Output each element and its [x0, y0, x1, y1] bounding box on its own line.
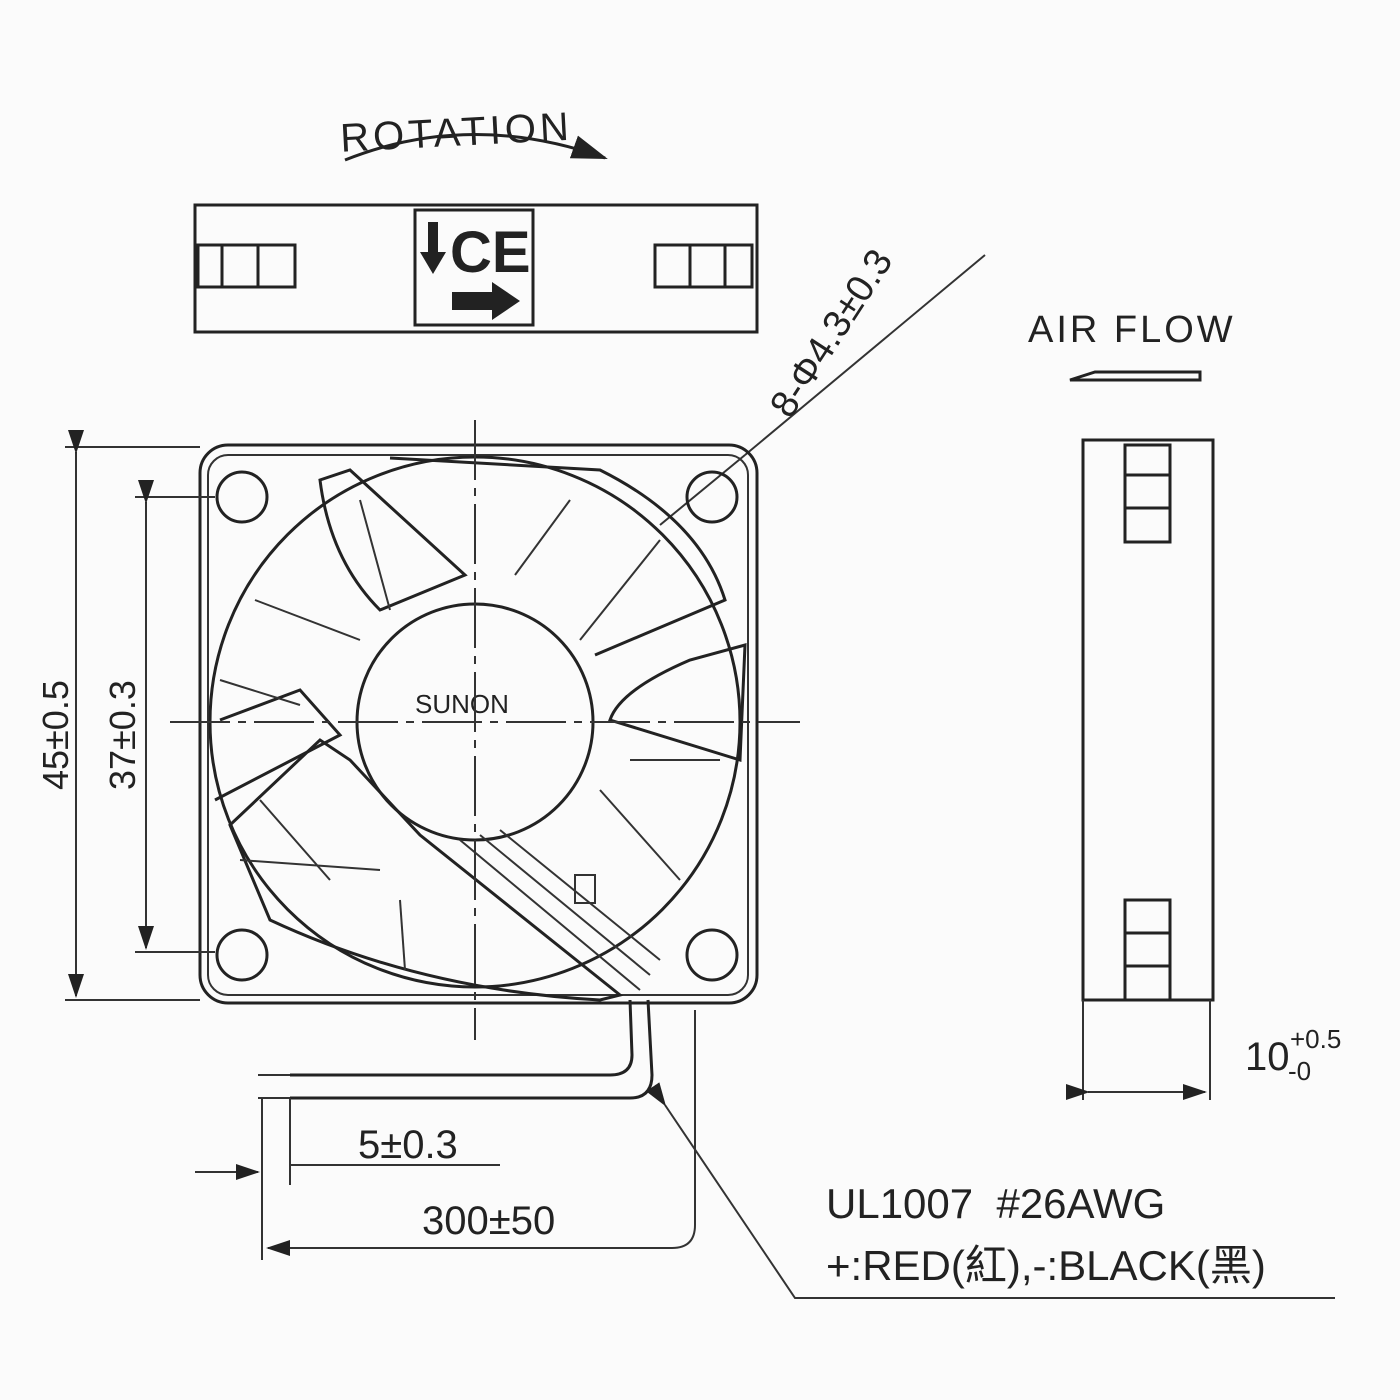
mount-hole	[685, 470, 739, 524]
ce-label: CE	[413, 208, 535, 327]
rotation-arrow	[344, 133, 608, 162]
wire-length-dimension: 300±50	[422, 1199, 555, 1243]
holes-dimension: 8-Φ4.3±0.3	[762, 242, 901, 425]
strip-dimension: 5±0.3	[358, 1123, 458, 1167]
hole-pitch-dimension: 37±0.3	[102, 680, 143, 790]
top-view: CE	[193, 203, 759, 334]
holes-leader	[744, 254, 986, 456]
thickness-dimension: 10	[1245, 1035, 1290, 1079]
wire-spec-line1: UL1007 #26AWG	[826, 1180, 1165, 1227]
airflow-arrow	[1069, 370, 1202, 382]
front-view: SUNON	[170, 420, 800, 1040]
thickness-tol-plus: +0.5	[1290, 1024, 1341, 1054]
mount-hole	[685, 928, 739, 982]
right-arrow-icon	[452, 282, 520, 320]
airflow-label: AIR FLOW	[1028, 309, 1236, 351]
outer-dimension: 45±0.5	[35, 680, 76, 790]
mount-hole	[215, 928, 269, 982]
brand-label: SUNON	[415, 689, 509, 719]
wire-spec-line2: +:RED(紅),-:BLACK(黑)	[826, 1242, 1266, 1289]
ce-mark: CE	[450, 220, 531, 285]
thickness-tol-minus: -0	[1288, 1056, 1311, 1086]
lead-wires	[258, 999, 654, 1100]
side-view	[1081, 438, 1215, 1002]
mount-hole	[215, 470, 269, 524]
down-arrow-icon	[420, 222, 446, 274]
rotation-label: ROTATION	[339, 105, 574, 161]
